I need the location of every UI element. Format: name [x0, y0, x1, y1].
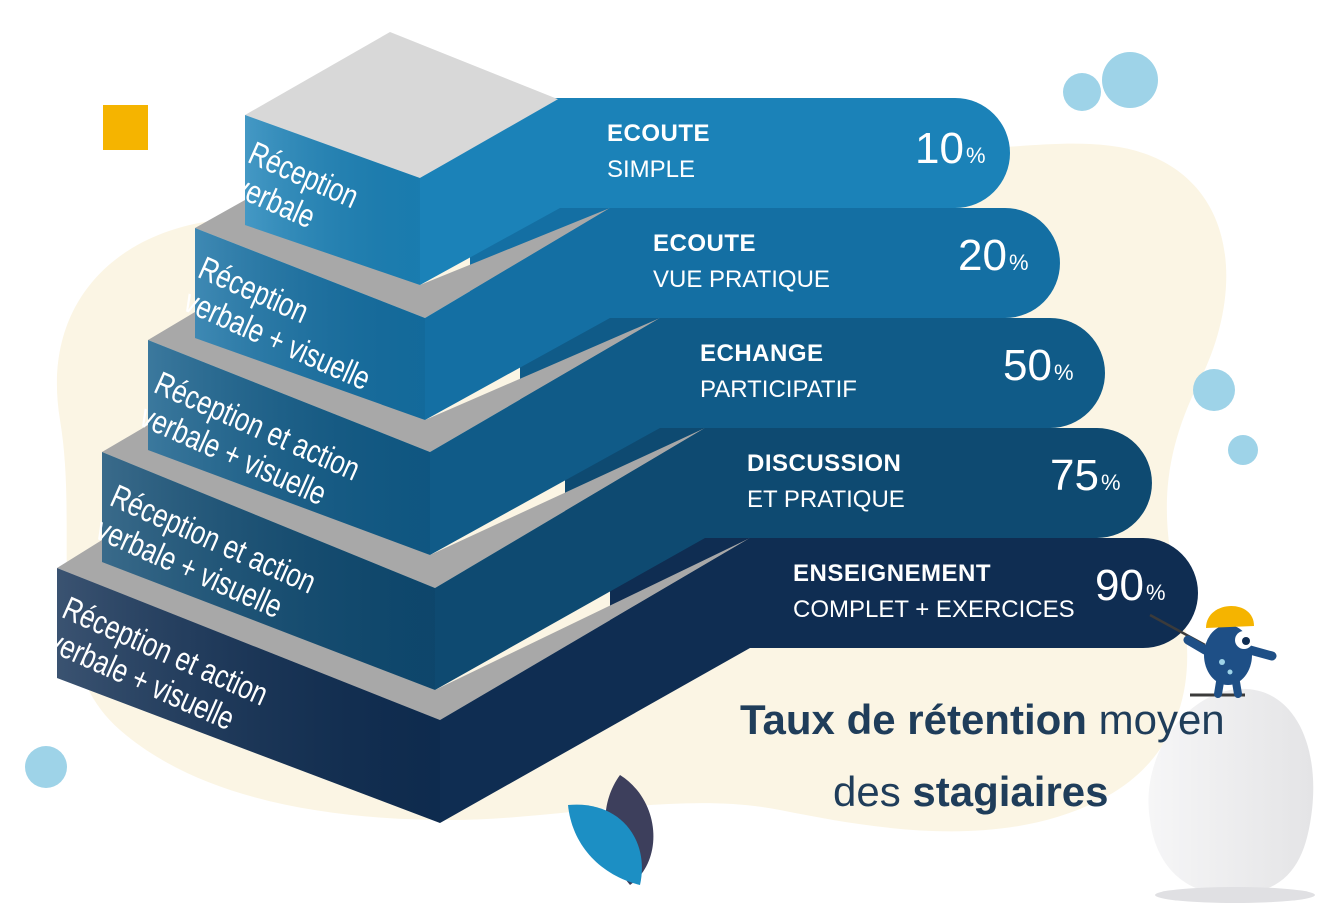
pyramid-tier: [148, 312, 1105, 555]
tier-percent-value: 50: [1003, 341, 1052, 390]
caption-bold-2: stagiaires: [912, 768, 1109, 815]
tier-band: [470, 208, 1060, 318]
tier-subtitle: VUE PRATIQUE: [653, 266, 830, 293]
tier-percent: 75%: [1050, 452, 1121, 507]
tier-face-shade: [57, 568, 440, 823]
pyramid-layers: [57, 32, 1198, 823]
bubble: [1228, 435, 1258, 465]
leaf-icon: [568, 775, 654, 885]
tier-side-face: [440, 538, 750, 823]
pyramid-tier: [57, 538, 1198, 823]
bubble: [1102, 52, 1158, 108]
tier-percent-value: 10: [915, 124, 964, 173]
tier-title: DISCUSSION: [747, 450, 902, 477]
tier-title: ENSEIGNEMENT: [793, 560, 992, 587]
tier-band: [610, 538, 1198, 648]
tier-side-face: [430, 318, 660, 555]
tier-face-shade: [102, 452, 435, 690]
tier-percent-unit: %: [1145, 580, 1166, 605]
tier-subtitle: COMPLET + EXERCICES: [793, 596, 1075, 623]
bubble: [1193, 369, 1235, 411]
tier-side-face: [420, 98, 560, 285]
tier-percent: 20%: [958, 232, 1029, 287]
tier-top-surface: [245, 32, 560, 178]
caption-regular-2: des: [833, 768, 913, 815]
decor-square: [103, 105, 148, 150]
tier-band: [520, 318, 1105, 428]
tier-side-face: [435, 428, 705, 690]
tier-percent-unit: %: [1053, 360, 1074, 385]
tier-percent-value: 75: [1050, 451, 1099, 500]
tier-subtitle: PARTICIPATIF: [700, 376, 857, 403]
rock: [1148, 688, 1314, 896]
tier-side-face: [425, 208, 610, 420]
tier-band: [420, 98, 1010, 208]
tier-percent-unit: %: [965, 143, 986, 168]
bubble: [1063, 73, 1101, 111]
mascot-icon: [1149, 605, 1277, 698]
rock-shadow: [1155, 887, 1315, 903]
tier-title: ECHANGE: [700, 340, 824, 367]
caption-regular-1: moyen: [1086, 696, 1225, 743]
tier-face-shade: [195, 228, 425, 420]
tier-face-shade: [148, 340, 430, 555]
tier-band: [565, 428, 1152, 538]
pyramid-tier: [102, 425, 1152, 690]
tier-percent-value: 90: [1095, 561, 1144, 610]
tier-percent: 50%: [1003, 342, 1074, 397]
tier-title: ECOUTE: [653, 230, 757, 257]
tier-percent-unit: %: [1100, 470, 1121, 495]
pyramid-tier: [245, 32, 1010, 285]
caption-bold-1: Taux de rétention: [740, 696, 1087, 743]
tier-subtitle: ET PRATIQUE: [747, 486, 905, 513]
bubble: [25, 746, 67, 788]
tier-percent: 10%: [915, 125, 986, 180]
tier-percent-unit: %: [1008, 250, 1029, 275]
tier-subtitle: SIMPLE: [607, 156, 696, 183]
tier-percent-value: 20: [958, 231, 1007, 280]
caption-line-1: Taux de rétention moyen: [740, 695, 1225, 745]
tier-percent: 90%: [1095, 562, 1166, 617]
tier-title: ECOUTE: [607, 120, 711, 147]
caption-line-2: des stagiaires: [833, 767, 1109, 817]
tier-face-shade: [245, 115, 420, 285]
